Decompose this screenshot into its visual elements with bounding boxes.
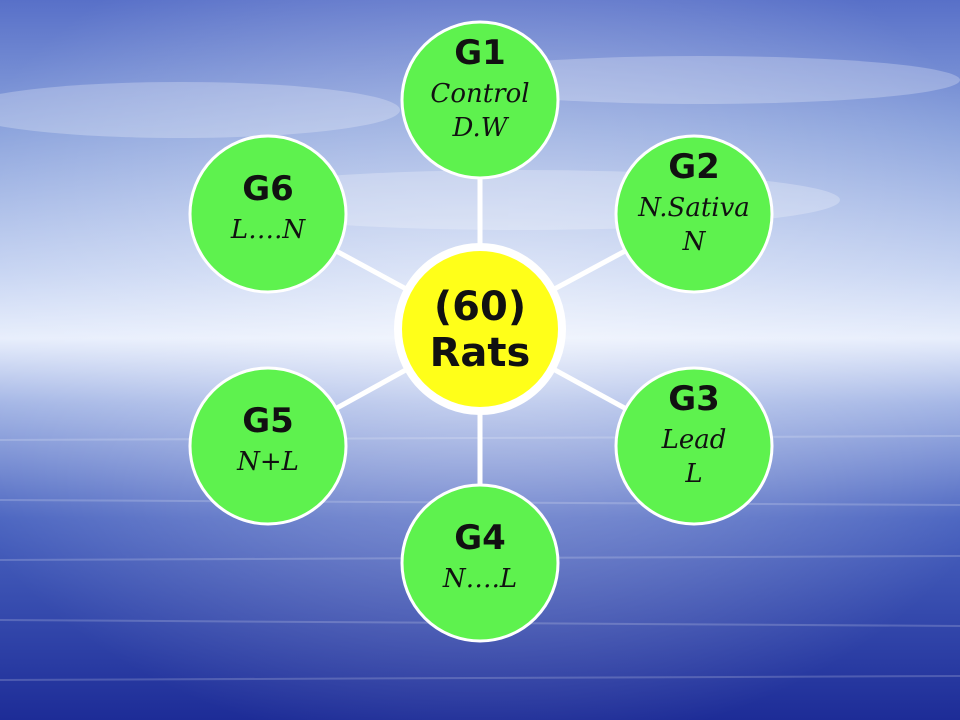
group-circle-g2: [614, 134, 774, 294]
group-circle-g6: [188, 134, 348, 294]
spoke-g2: [551, 248, 627, 293]
group-circle-g3: [614, 366, 774, 526]
group-code-g1: G1: [454, 33, 506, 73]
center-circle: [394, 243, 566, 415]
group-circle-g4: [400, 483, 560, 643]
group-treatment-line-g6: L….N: [230, 215, 307, 245]
group-node-g4: G4N….L: [400, 483, 560, 643]
group-code-g6: G6: [242, 169, 294, 209]
center-subject-label: Rats: [430, 330, 531, 376]
group-node-g6: G6L….N: [188, 134, 348, 294]
group-treatment-line-g4: N….L: [442, 564, 517, 594]
group-treatment-line-g1: D.W: [452, 113, 510, 143]
group-code-g2: G2: [668, 147, 720, 187]
group-code-g5: G5: [242, 401, 294, 441]
group-circle-g1: [400, 20, 560, 180]
spoke-g5: [335, 366, 410, 411]
group-code-g4: G4: [454, 518, 506, 558]
spoke-g3: [550, 366, 627, 411]
group-treatment-line-g2: N.Sativa: [637, 193, 750, 223]
spoke-g6: [335, 248, 410, 293]
group-node-g5: G5N+L: [188, 366, 348, 526]
group-treatment-line-g3: Lead: [661, 425, 727, 455]
group-treatment-line-g5: N+L: [236, 447, 299, 477]
center-node: (60) Rats: [394, 243, 566, 415]
center-count-label: (60): [434, 284, 526, 330]
group-code-g3: G3: [668, 379, 720, 419]
group-circle-g5: [188, 366, 348, 526]
group-treatment-line-g3: L: [684, 459, 702, 489]
group-treatment-line-g2: N: [682, 227, 707, 257]
spokes: [335, 178, 627, 485]
group-treatment-line-g1: Control: [430, 79, 529, 109]
